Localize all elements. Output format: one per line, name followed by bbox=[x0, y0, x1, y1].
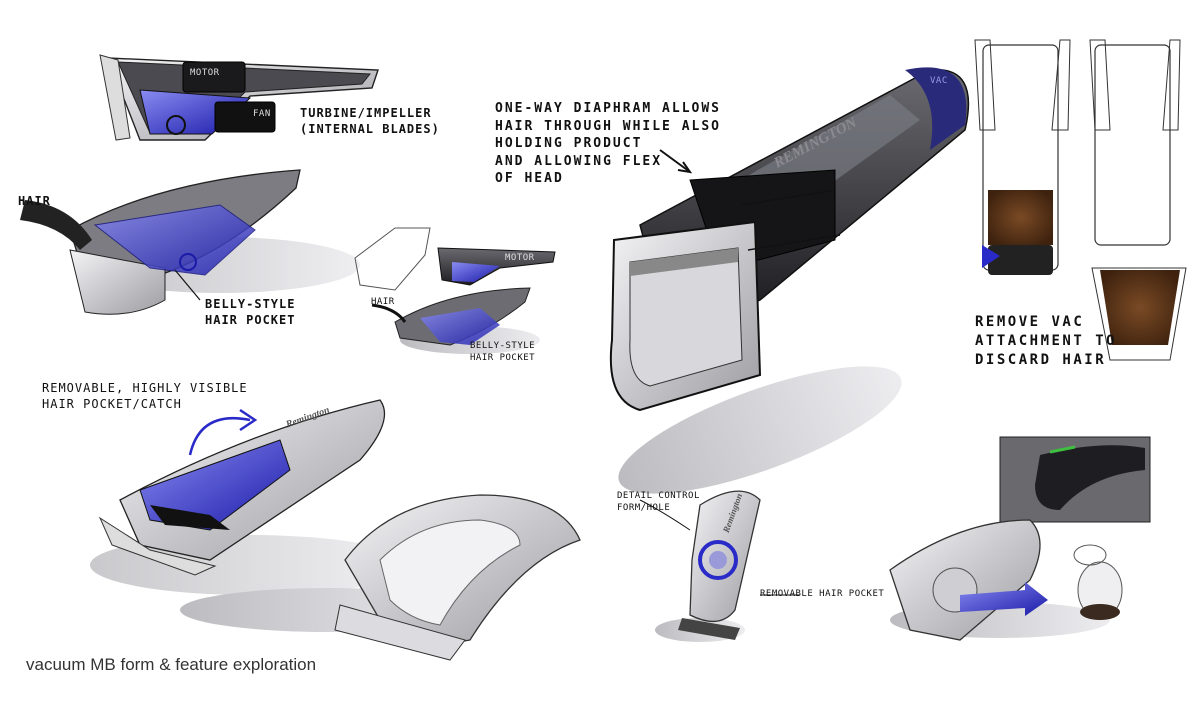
motor-label: MOTOR bbox=[190, 68, 220, 78]
canister-sketches bbox=[974, 39, 1187, 361]
hair-annotation: HAIR bbox=[18, 194, 51, 208]
small-hair-annotation: HAIR bbox=[371, 297, 395, 307]
vac-label: VAC bbox=[930, 76, 948, 86]
diaphragm-annotation: ONE-WAY DIAPHRAM ALLOWS HAIR THROUGH WHI… bbox=[495, 101, 722, 187]
diaphragm-callout-arrow bbox=[659, 149, 691, 173]
small-thumbnail-sketches bbox=[354, 227, 556, 354]
fan-label: FAN bbox=[253, 109, 271, 119]
diaphragm-head-sketch bbox=[609, 67, 970, 494]
turbine-annotation: TURBINE/IMPELLER (INTERNAL BLADES) bbox=[300, 106, 440, 137]
detail-control-annotation: DETAIL CONTROL FORM/HOLE bbox=[617, 491, 700, 514]
ergonomic-handle-sketch bbox=[180, 494, 581, 661]
side-vac-sketch bbox=[889, 436, 1151, 641]
remove-vac-annotation: REMOVE VAC ATTACHMENT TO DISCARD HAIR bbox=[975, 314, 1118, 368]
belly-style-sketch bbox=[20, 169, 360, 315]
motor-section-sketch bbox=[99, 54, 379, 141]
removable-pocket-sketch bbox=[90, 399, 410, 595]
detail-control-leader bbox=[639, 499, 691, 531]
removable-pocket-annotation: REMOVABLE, HIGHLY VISIBLE HAIR POCKET/CA… bbox=[42, 381, 248, 412]
removable-hair-pocket-annotation: REMOVABLE HAIR POCKET bbox=[760, 589, 885, 599]
sheet-caption: vacuum MB form & feature exploration bbox=[26, 655, 317, 674]
belly-style-annotation: BELLY-STYLE HAIR POCKET bbox=[205, 297, 296, 328]
small-motor-label: MOTOR bbox=[505, 253, 535, 263]
standing-unit-sketch bbox=[655, 490, 761, 642]
small-belly-annotation: BELLY-STYLE HAIR POCKET bbox=[470, 341, 536, 364]
